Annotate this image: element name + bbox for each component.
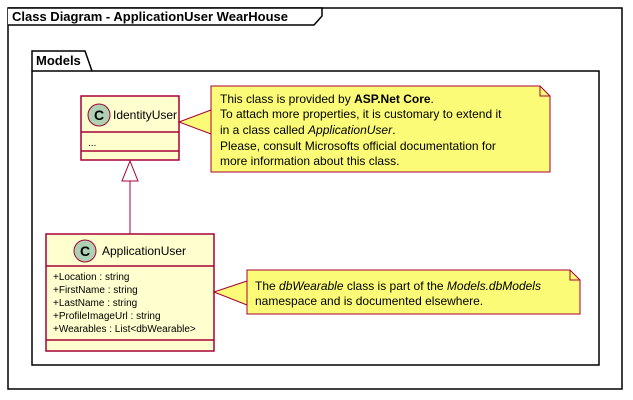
note-line: more information about this class. [220,154,399,168]
note-text: . [431,92,434,106]
package-tab [31,50,93,72]
note-line: To attach more properties, it is customa… [220,107,502,121]
note-folded-corner [539,86,550,97]
note-text: This class is provided by [220,92,354,106]
diagram-frame-title-tab [8,7,323,26]
class-member: +Wearables : List<dbWearable> [53,324,196,335]
inheritance-relation [121,159,139,234]
note-text-italic: Models.dbModels [447,279,541,293]
note-line: in a class called ApplicationUser. [220,123,395,137]
class-member: ... [88,138,96,149]
note-text: in a class called [220,123,308,137]
note-text: class is part of the [344,279,447,293]
class-member: +LastName : string [53,298,137,309]
class-member: +ProfileImageUrl : string [53,311,161,322]
note-line: Please, consult Microsofts official docu… [220,139,496,153]
class-stereotype-icon [87,103,111,127]
note-identity-user: This class is provided by ASP.Net Core. … [177,85,551,173]
note-line: namespace and is documented elsewhere. [255,294,483,308]
class-name: IdentityUser [113,108,177,122]
note-text: The [255,279,279,293]
inheritance-arrowhead [121,159,139,182]
note-text-italic: ApplicationUser [307,123,393,137]
class-stereotype-letter: C [94,107,104,123]
note-application-user: The dbWearable class is part of the Mode… [212,269,581,315]
class-stereotype-icon [73,239,97,263]
package-name: Models [36,53,81,68]
note-text: namespace and is documented elsewhere. [255,294,483,308]
note-text: . [392,123,395,137]
diagram-frame-title: Class Diagram - ApplicationUser WearHous… [12,9,288,24]
note-line: This class is provided by ASP.Net Core. [220,92,434,106]
note-body [246,269,581,315]
class-member: +FirstName : string [53,285,138,296]
class-name: ApplicationUser [102,244,186,258]
note-text-italic: dbWearable [279,279,344,293]
note-text: more information about this class. [220,154,399,168]
note-text-bold: ASP.Net Core [354,92,431,106]
note-text: To attach more properties, it is customa… [220,107,502,121]
class-identity-user: C IdentityUser ... [80,95,180,161]
class-application-user: C ApplicationUser +Location : string +Fi… [45,233,215,352]
note-text: Please, consult Microsofts official docu… [220,139,496,153]
note-folded-corner [569,270,580,281]
class-member: +Location : string [53,272,129,283]
note-line: The dbWearable class is part of the Mode… [255,279,541,293]
class-stereotype-letter: C [80,243,90,259]
note-body [210,85,551,173]
